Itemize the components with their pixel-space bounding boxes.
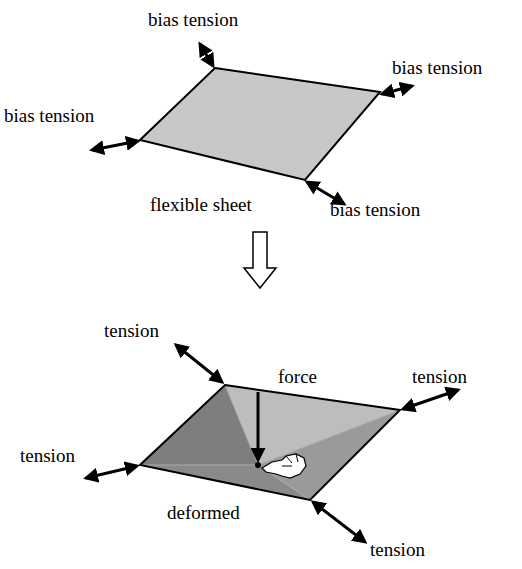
text-label: tension [370, 540, 425, 561]
text-label: flexible sheet [150, 195, 252, 216]
text-label: force [278, 367, 317, 388]
text-label: tension [20, 446, 75, 467]
deformed-sheet [140, 385, 400, 500]
finger-detail [282, 454, 298, 466]
text-label: bias tension [392, 58, 482, 79]
text-label: bias tension [148, 10, 238, 31]
bias-tension-arrows [92, 44, 412, 204]
flexible-sheet [140, 68, 380, 180]
text-label: bias tension [4, 106, 94, 127]
transition-arrow [244, 232, 276, 288]
text-label: tension [104, 321, 159, 342]
text-label: tension [412, 367, 467, 388]
contact-point [255, 462, 261, 468]
tension-arrows [86, 345, 458, 542]
force-arrow [257, 392, 260, 460]
text-label: deformed [167, 503, 240, 524]
finger-icon [262, 454, 306, 478]
text-label: bias tension [330, 200, 420, 221]
